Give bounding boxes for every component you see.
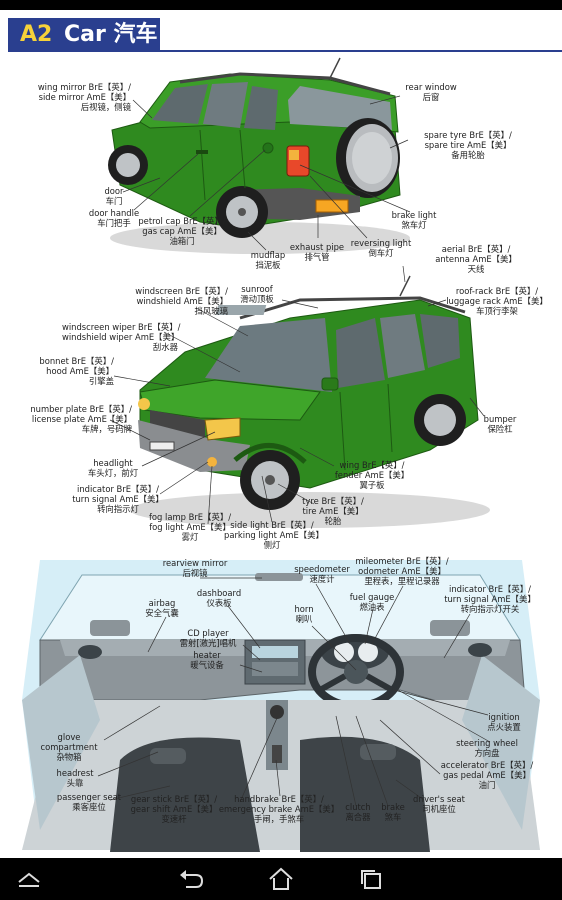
label-door-handle: door handle 车门把手 bbox=[88, 208, 140, 228]
label-passenger-seat: passenger seat 乘客座位 bbox=[56, 792, 122, 812]
page-title: Car 汽车 bbox=[64, 22, 158, 47]
section-code: A2 bbox=[20, 22, 53, 47]
label-petrol-cap: petrol cap BrE【英】/ gas cap AmE【美】 油箱门 bbox=[138, 216, 226, 246]
label-drivers-seat: driver's seat 司机座位 bbox=[413, 794, 465, 814]
label-heater: heater 暖气设备 bbox=[190, 650, 224, 670]
label-door: door 车门 bbox=[104, 186, 124, 206]
label-mileometer: mileometer BrE【英】/ odometer AmE【美】 里程表，里… bbox=[355, 556, 449, 586]
label-fog-lamp: fog lamp BrE【英】/ fog light AmE【美】 雾灯 bbox=[148, 512, 232, 542]
label-spare-tyre: spare tyre BrE【英】/ spare tire AmE【美】 备用轮… bbox=[424, 130, 512, 160]
label-mudflap: mudflap 挡泥板 bbox=[250, 250, 286, 270]
car-front-view bbox=[130, 275, 490, 528]
label-airbag: airbag 安全气囊 bbox=[145, 598, 179, 618]
title-box: A2 Car 汽车 bbox=[8, 18, 160, 52]
label-cd-player: CD player 雷射[激光]唱机 bbox=[179, 628, 237, 648]
label-fuel-gauge: fuel gauge 燃油表 bbox=[349, 592, 395, 612]
label-number-plate: number plate BrE【英】/ license plate AmE【美… bbox=[30, 404, 132, 434]
label-roof-rack: roof-rack BrE【英】/ luggage rack AmE【美】 车顶… bbox=[446, 286, 548, 316]
back-icon[interactable] bbox=[176, 866, 206, 892]
label-glove-compartment: glove compartment 杂物箱 bbox=[40, 732, 98, 762]
label-horn: horn 喇叭 bbox=[294, 604, 314, 624]
label-tyre: tyre BrE【英】/ tire AmE【美】 轮胎 bbox=[302, 496, 364, 526]
collapse-icon[interactable] bbox=[14, 866, 44, 892]
header-rule bbox=[160, 50, 562, 52]
label-bonnet: bonnet BrE【英】/ hood AmE【美】 引擎盖 bbox=[39, 356, 114, 386]
label-handbrake: handbrake BrE【英】/ emergency brake AmE【美】… bbox=[218, 794, 340, 824]
label-aerial: aerial BrE【英】/ antenna AmE【美】 天线 bbox=[435, 244, 517, 274]
recents-icon[interactable] bbox=[356, 866, 386, 892]
label-brake-light: brake light 煞车灯 bbox=[391, 210, 437, 230]
label-side-light: side light BrE【英】/ parking light AmE【美】 … bbox=[224, 520, 324, 550]
status-bar bbox=[0, 0, 562, 10]
label-headrest: headrest 头靠 bbox=[56, 768, 94, 788]
car-rear-view bbox=[108, 57, 410, 254]
label-turn-signal-switch: indicator BrE【英】/ turn signal AmE【美】 转向指… bbox=[444, 584, 536, 614]
label-gear-stick: gear stick BrE【英】/ gear shift AmE【美】 变速杆 bbox=[130, 794, 218, 824]
label-dashboard: dashboard 仪表板 bbox=[196, 588, 242, 608]
label-rear-window: rear window 后窗 bbox=[405, 82, 457, 102]
label-sunroof: sunroof 滑动顶板 bbox=[240, 284, 274, 304]
label-wing-mirror: wing mirror BrE【英】/ side mirror AmE【美】 后… bbox=[37, 82, 131, 112]
label-exhaust-pipe: exhaust pipe 排气管 bbox=[289, 242, 345, 262]
label-bumper: bumper 保险杠 bbox=[483, 414, 517, 434]
navigation-bar bbox=[0, 858, 562, 900]
label-clutch: clutch 离合器 bbox=[345, 802, 371, 822]
page-header: A2 Car 汽车 bbox=[0, 14, 562, 54]
label-windscreen-wiper: windscreen wiper BrE【英】/ windshield wipe… bbox=[62, 322, 181, 352]
label-brake: brake 煞车 bbox=[381, 802, 405, 822]
label-indicator: indicator BrE【英】/ turn signal AmE【美】 转向指… bbox=[72, 484, 164, 514]
label-speedometer: speedometer 速度计 bbox=[294, 564, 350, 584]
home-icon[interactable] bbox=[266, 866, 296, 892]
label-steering-wheel: steering wheel 方向盘 bbox=[456, 738, 518, 758]
label-ignition: ignition 点火装置 bbox=[487, 712, 521, 732]
label-headlight: headlight 车头灯，前灯 bbox=[87, 458, 139, 478]
label-accelerator: accelerator BrE【英】/ gas pedal AmE【美】 油门 bbox=[440, 760, 534, 790]
label-windscreen: windscreen BrE【英】/ windshield AmE【美】 挡风玻… bbox=[135, 286, 228, 316]
label-reversing-light: reversing light 倒车灯 bbox=[350, 238, 412, 258]
label-wing: wing BrE【英】/ fender AmE【美】 翼子板 bbox=[334, 460, 410, 490]
label-rearview-mirror: rearview mirror 后视镜 bbox=[162, 558, 228, 578]
